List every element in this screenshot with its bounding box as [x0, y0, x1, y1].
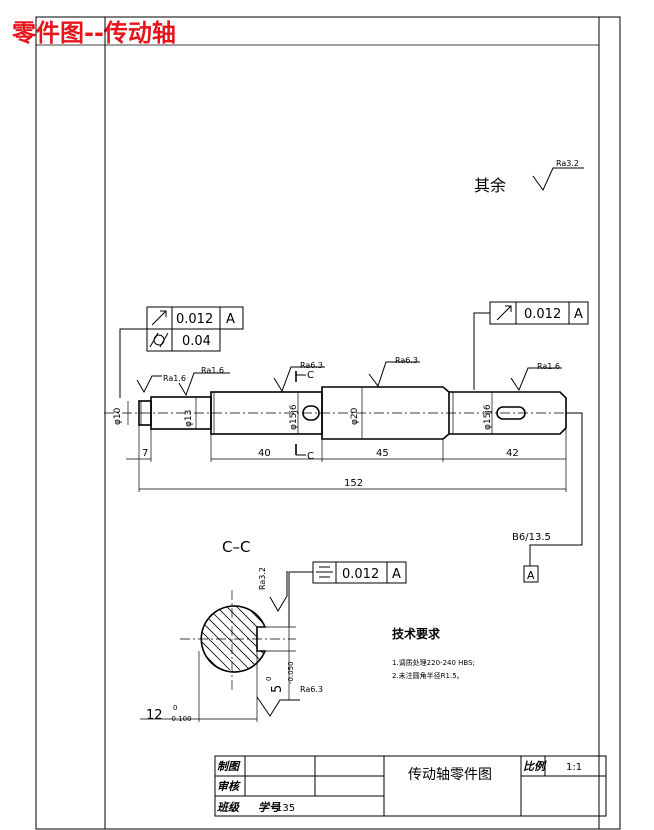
section-width-lower: -0.100	[169, 715, 192, 723]
page-title: 零件图--传动轴	[11, 19, 176, 47]
length-dimensions: 7 40 45 42 152	[126, 425, 567, 492]
section-symmetry-datum: A	[392, 567, 401, 582]
right-runout-datum: A	[574, 307, 583, 322]
section-depth-upper: 0	[265, 677, 273, 681]
roughness-r7: Ra6.3	[300, 685, 323, 694]
right-runout-value: 0.012	[524, 307, 561, 322]
inner-border	[104, 16, 600, 830]
roughness-r1: Ra1.6	[163, 374, 186, 383]
length-7: 7	[142, 448, 148, 459]
diameter-d10: φ10	[113, 407, 123, 425]
diameter-d13: φ13	[184, 410, 194, 427]
section-depth-nominal: 5	[270, 685, 285, 693]
title-block: 制图 审核 传动轴零件图 比例 1:1 班级 学号 135	[214, 755, 607, 817]
left-tolerance-frames: 0.012 A 0.04	[119, 306, 244, 398]
section-mark-bottom: C	[307, 451, 314, 462]
roughness-r6: Ra3.2	[258, 567, 267, 590]
tb-id-label: 学号	[258, 801, 281, 814]
roughness-symbols: Ra1.6 Ra1.6 Ra6.3 Ra6.3 Ra1.6	[136, 356, 562, 397]
outer-border	[35, 16, 621, 830]
tech-title: 技术要求	[392, 626, 441, 641]
tech-item-2: 2.未注圆角半径R1.5。	[392, 671, 464, 680]
cylindricity-icon	[149, 332, 169, 348]
left-runout-value: 0.012	[176, 312, 213, 327]
section-marks: C C	[295, 370, 314, 462]
roughness-r5: Ra1.6	[537, 362, 560, 371]
surface-other-label: 其余	[474, 176, 506, 195]
runout-icon	[496, 305, 512, 321]
shaft	[104, 386, 582, 440]
section-title: C–C	[222, 538, 250, 556]
diameter-d20: φ20	[350, 407, 360, 425]
tech-item-1: 1.调质处理220-240 HBS;	[392, 658, 475, 667]
left-runout-datum: A	[226, 312, 235, 327]
datum-letter: A	[527, 569, 535, 582]
section-width-nominal: 12	[146, 708, 163, 723]
symmetry-icon	[316, 566, 333, 578]
section-depth-lower: -0.050	[287, 661, 295, 684]
tb-part-name: 传动轴零件图	[408, 767, 492, 783]
length-42: 42	[506, 448, 519, 459]
tb-checked: 审核	[217, 780, 241, 793]
tech-requirements: 技术要求 1.调质处理220-240 HBS; 2.未注圆角半径R1.5。	[392, 626, 475, 680]
length-152: 152	[344, 478, 363, 489]
tb-drawn: 制图	[217, 760, 241, 773]
diameter-labels: φ10 φ13 φ15j6 φ20 φ15j6	[113, 387, 493, 439]
length-45: 45	[376, 448, 389, 459]
roughness-r2: Ra1.6	[201, 366, 224, 375]
tb-class-label: 班级	[217, 801, 240, 814]
diameter-d15a: φ15j6	[289, 404, 299, 430]
tb-id-value: 135	[276, 803, 295, 814]
right-tolerance-frame: 0.012 A	[473, 301, 589, 390]
tb-scale-label: 比例	[523, 760, 547, 773]
roughness-r3: Ra6.3	[300, 361, 323, 370]
length-40: 40	[258, 448, 271, 459]
section-view: C–C 12 0 -0.100 5 0 -0.050	[140, 538, 407, 723]
section-width-upper: 0	[173, 704, 177, 712]
surface-other-value: Ra3.2	[556, 159, 579, 168]
section-mark-top: C	[307, 370, 314, 381]
runout-icon	[151, 310, 167, 326]
tb-scale-value: 1:1	[566, 762, 582, 773]
datum-note: B6/13.5	[512, 532, 551, 543]
surface-other: 其余 Ra3.2	[474, 159, 584, 195]
datum-feature: B6/13.5 A	[512, 412, 583, 583]
left-cylindricity-value: 0.04	[182, 334, 211, 349]
keyway-right	[496, 406, 526, 420]
section-symmetry-value: 0.012	[342, 567, 379, 582]
keyway-left	[302, 405, 320, 421]
roughness-r4: Ra6.3	[395, 356, 418, 365]
diameter-d15b: φ15j6	[483, 404, 493, 430]
